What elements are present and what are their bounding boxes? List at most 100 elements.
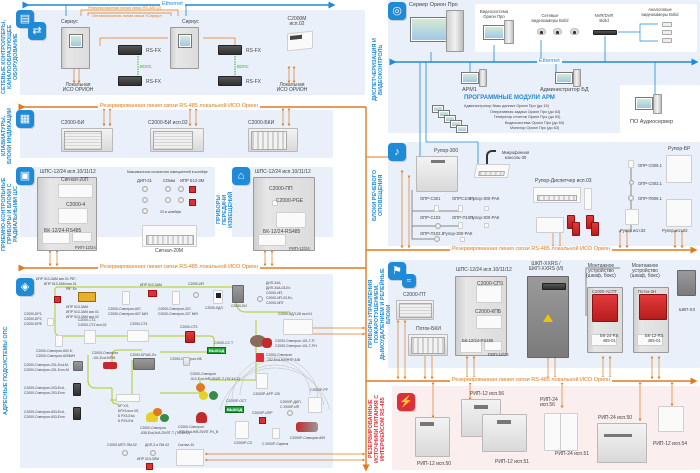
mount1-label: Монтажное устройство (шкаф, бокс) — [586, 263, 616, 279]
server-monitor[interactable] — [410, 17, 450, 42]
count-note: 20 в шлейфе — [160, 210, 182, 214]
video-system-monitor[interactable] — [483, 25, 505, 40]
server-tower[interactable] — [446, 10, 464, 52]
c2000r-sl-device[interactable] — [235, 421, 249, 439]
rip24-50-device[interactable] — [597, 423, 647, 463]
speaker-label-2: ОПРС106.1 — [452, 196, 475, 201]
c2000-bki-device[interactable] — [248, 128, 298, 152]
speaker-label-6: Рупор-300-РАК — [470, 215, 500, 220]
bp-group-label: БР ХЛ, БРХ3 исп.ХЛ, Б РХ3-Exd, Б РХ3-Exi — [118, 404, 140, 423]
nvr-label: NVR/DVR Bolid — [594, 13, 614, 23]
spektron-603-device[interactable] — [73, 407, 81, 420]
speaker-icon — [628, 160, 634, 168]
rupor-disp-psu[interactable] — [536, 217, 564, 233]
handset-device[interactable] — [584, 188, 592, 210]
rsfx-1-device[interactable] — [118, 45, 142, 55]
rsfx-2-device[interactable] — [118, 76, 142, 86]
ipr-single-label: ИПР 513-3АМ — [140, 283, 162, 287]
rsfx-3-device[interactable] — [218, 45, 242, 55]
radial-cabinet[interactable] — [37, 177, 97, 251]
rupor-isp02-label: Рупор исп.02 — [620, 228, 646, 233]
c2000r-apr-device[interactable] — [256, 373, 268, 389]
spektron-203-device[interactable] — [73, 383, 81, 396]
dome-camera-icon — [553, 28, 562, 35]
c2000-bi-addr-device[interactable] — [232, 285, 244, 303]
spektron-512c-icon — [209, 391, 218, 400]
nvr-device[interactable] — [593, 30, 617, 35]
mic-console-device[interactable] — [473, 164, 511, 178]
rsfx-4-device[interactable] — [218, 76, 242, 86]
video-system-tower[interactable] — [504, 20, 514, 44]
sirius-1-device[interactable] — [61, 27, 90, 69]
spektron-600-device[interactable] — [55, 335, 63, 347]
ip-207-device[interactable] — [172, 291, 180, 305]
detector-co: СОмм — [163, 178, 175, 183]
c2000-ip-label: С2000-ИП — [188, 282, 204, 286]
spektron-201-device[interactable] — [73, 361, 83, 371]
rip12-54-label: РИП-12 исп.54 — [653, 441, 688, 447]
rip12-51-device[interactable] — [482, 414, 527, 452]
rupor-isp02-device[interactable] — [625, 209, 639, 225]
c2000r-pp-device[interactable] — [308, 397, 322, 413]
rip12-50-device[interactable] — [415, 417, 450, 457]
speaker-label-5: ОПР-П10.1 — [452, 215, 474, 220]
rip12-54-device[interactable] — [658, 406, 684, 432]
br-group-label: С2000-БР1, С2000-БР2, С2000-БР8 — [24, 312, 43, 326]
arm1-tower[interactable] — [479, 69, 487, 87]
shkp-xx-device[interactable] — [677, 270, 696, 296]
c2000-kdl-device[interactable] — [213, 290, 223, 304]
rupor-isp03-device[interactable] — [666, 199, 692, 227]
module-monitor-5 — [456, 125, 468, 133]
audio-server-monitor[interactable] — [635, 97, 653, 110]
spektron-ib-device[interactable] — [183, 357, 190, 366]
brsh-device[interactable] — [133, 358, 155, 370]
detector-icon — [178, 197, 184, 203]
ip-212-device[interactable] — [122, 291, 130, 305]
speaker-label-8: Рупор-300-РАК — [443, 231, 473, 236]
c2000-bi-device[interactable] — [61, 128, 113, 152]
module-5: Монитор Орион Про (до 63) — [510, 126, 560, 130]
arm1-monitor[interactable] — [461, 72, 479, 84]
vols-label-1: ВОЛС — [140, 64, 152, 69]
shkp-device[interactable] — [527, 276, 569, 358]
c2000r-sl-label: С2000Р-СЛ — [234, 441, 252, 445]
c2000-bi-02-device[interactable] — [150, 128, 204, 152]
c2000-kdl-label: С2000-КДЛ — [205, 306, 223, 310]
signal-20m-device[interactable] — [142, 225, 197, 247]
c2000r-ipr-label: С2000Р-ИПР — [252, 411, 273, 415]
potok-device[interactable] — [408, 334, 448, 356]
c2000-ct2-label: С2000-СТ2, С2000-СТ2 исп.02 — [78, 318, 107, 327]
fire-cabinet[interactable] — [455, 276, 507, 356]
spektron-101ex-icon — [103, 362, 117, 369]
sirius-2-device[interactable] — [170, 27, 199, 69]
c2000-cc1-label: С2000-СС Т — [214, 341, 234, 345]
c2000-ct2-device[interactable] — [84, 330, 96, 344]
shkp-xx-label: ШКП-XX — [679, 307, 696, 312]
manual-call-point-icon — [259, 417, 266, 424]
c2000pt-device[interactable] — [396, 300, 434, 320]
c2000-ct3-device[interactable] — [185, 331, 195, 343]
mcp-group-label: ИПР 513-3АМ ИПР 513-3АМ исп.01 ИПР 513-3… — [66, 305, 99, 319]
db-admin-tower[interactable] — [573, 69, 581, 87]
mount2-label: Монтажное устройство (шкаф, бокс) — [630, 263, 660, 279]
fire-cabinet-label: ШПС-12/24 исп.10/11/12 — [456, 267, 512, 273]
mount1-device[interactable] — [587, 287, 623, 353]
c2000-kdl-2sh-device[interactable] — [283, 319, 313, 335]
rupor-br-device[interactable] — [666, 155, 692, 183]
c2000m-keypad[interactable] — [287, 30, 313, 52]
c2000-ct4-device[interactable] — [127, 330, 149, 342]
spektron-512-icon — [196, 383, 205, 392]
receivers-cabinet[interactable] — [253, 177, 315, 251]
rupor300-device[interactable] — [416, 156, 458, 192]
c2000r-siren-device[interactable] — [272, 428, 280, 439]
ethernet-label-top: Ethernet — [160, 1, 185, 7]
mount2-device[interactable] — [633, 287, 669, 353]
rupor-disp-device[interactable] — [533, 187, 581, 203]
rs485-label-4: Резервированная линия связи RS-485 локал… — [450, 377, 613, 383]
audio-server-tower[interactable] — [653, 94, 662, 114]
signal10-device[interactable] — [176, 449, 204, 466]
br-device[interactable] — [47, 318, 54, 326]
bp-device[interactable] — [116, 394, 140, 402]
db-admin-monitor[interactable] — [555, 72, 573, 84]
rip24-51-device[interactable] — [560, 413, 578, 451]
